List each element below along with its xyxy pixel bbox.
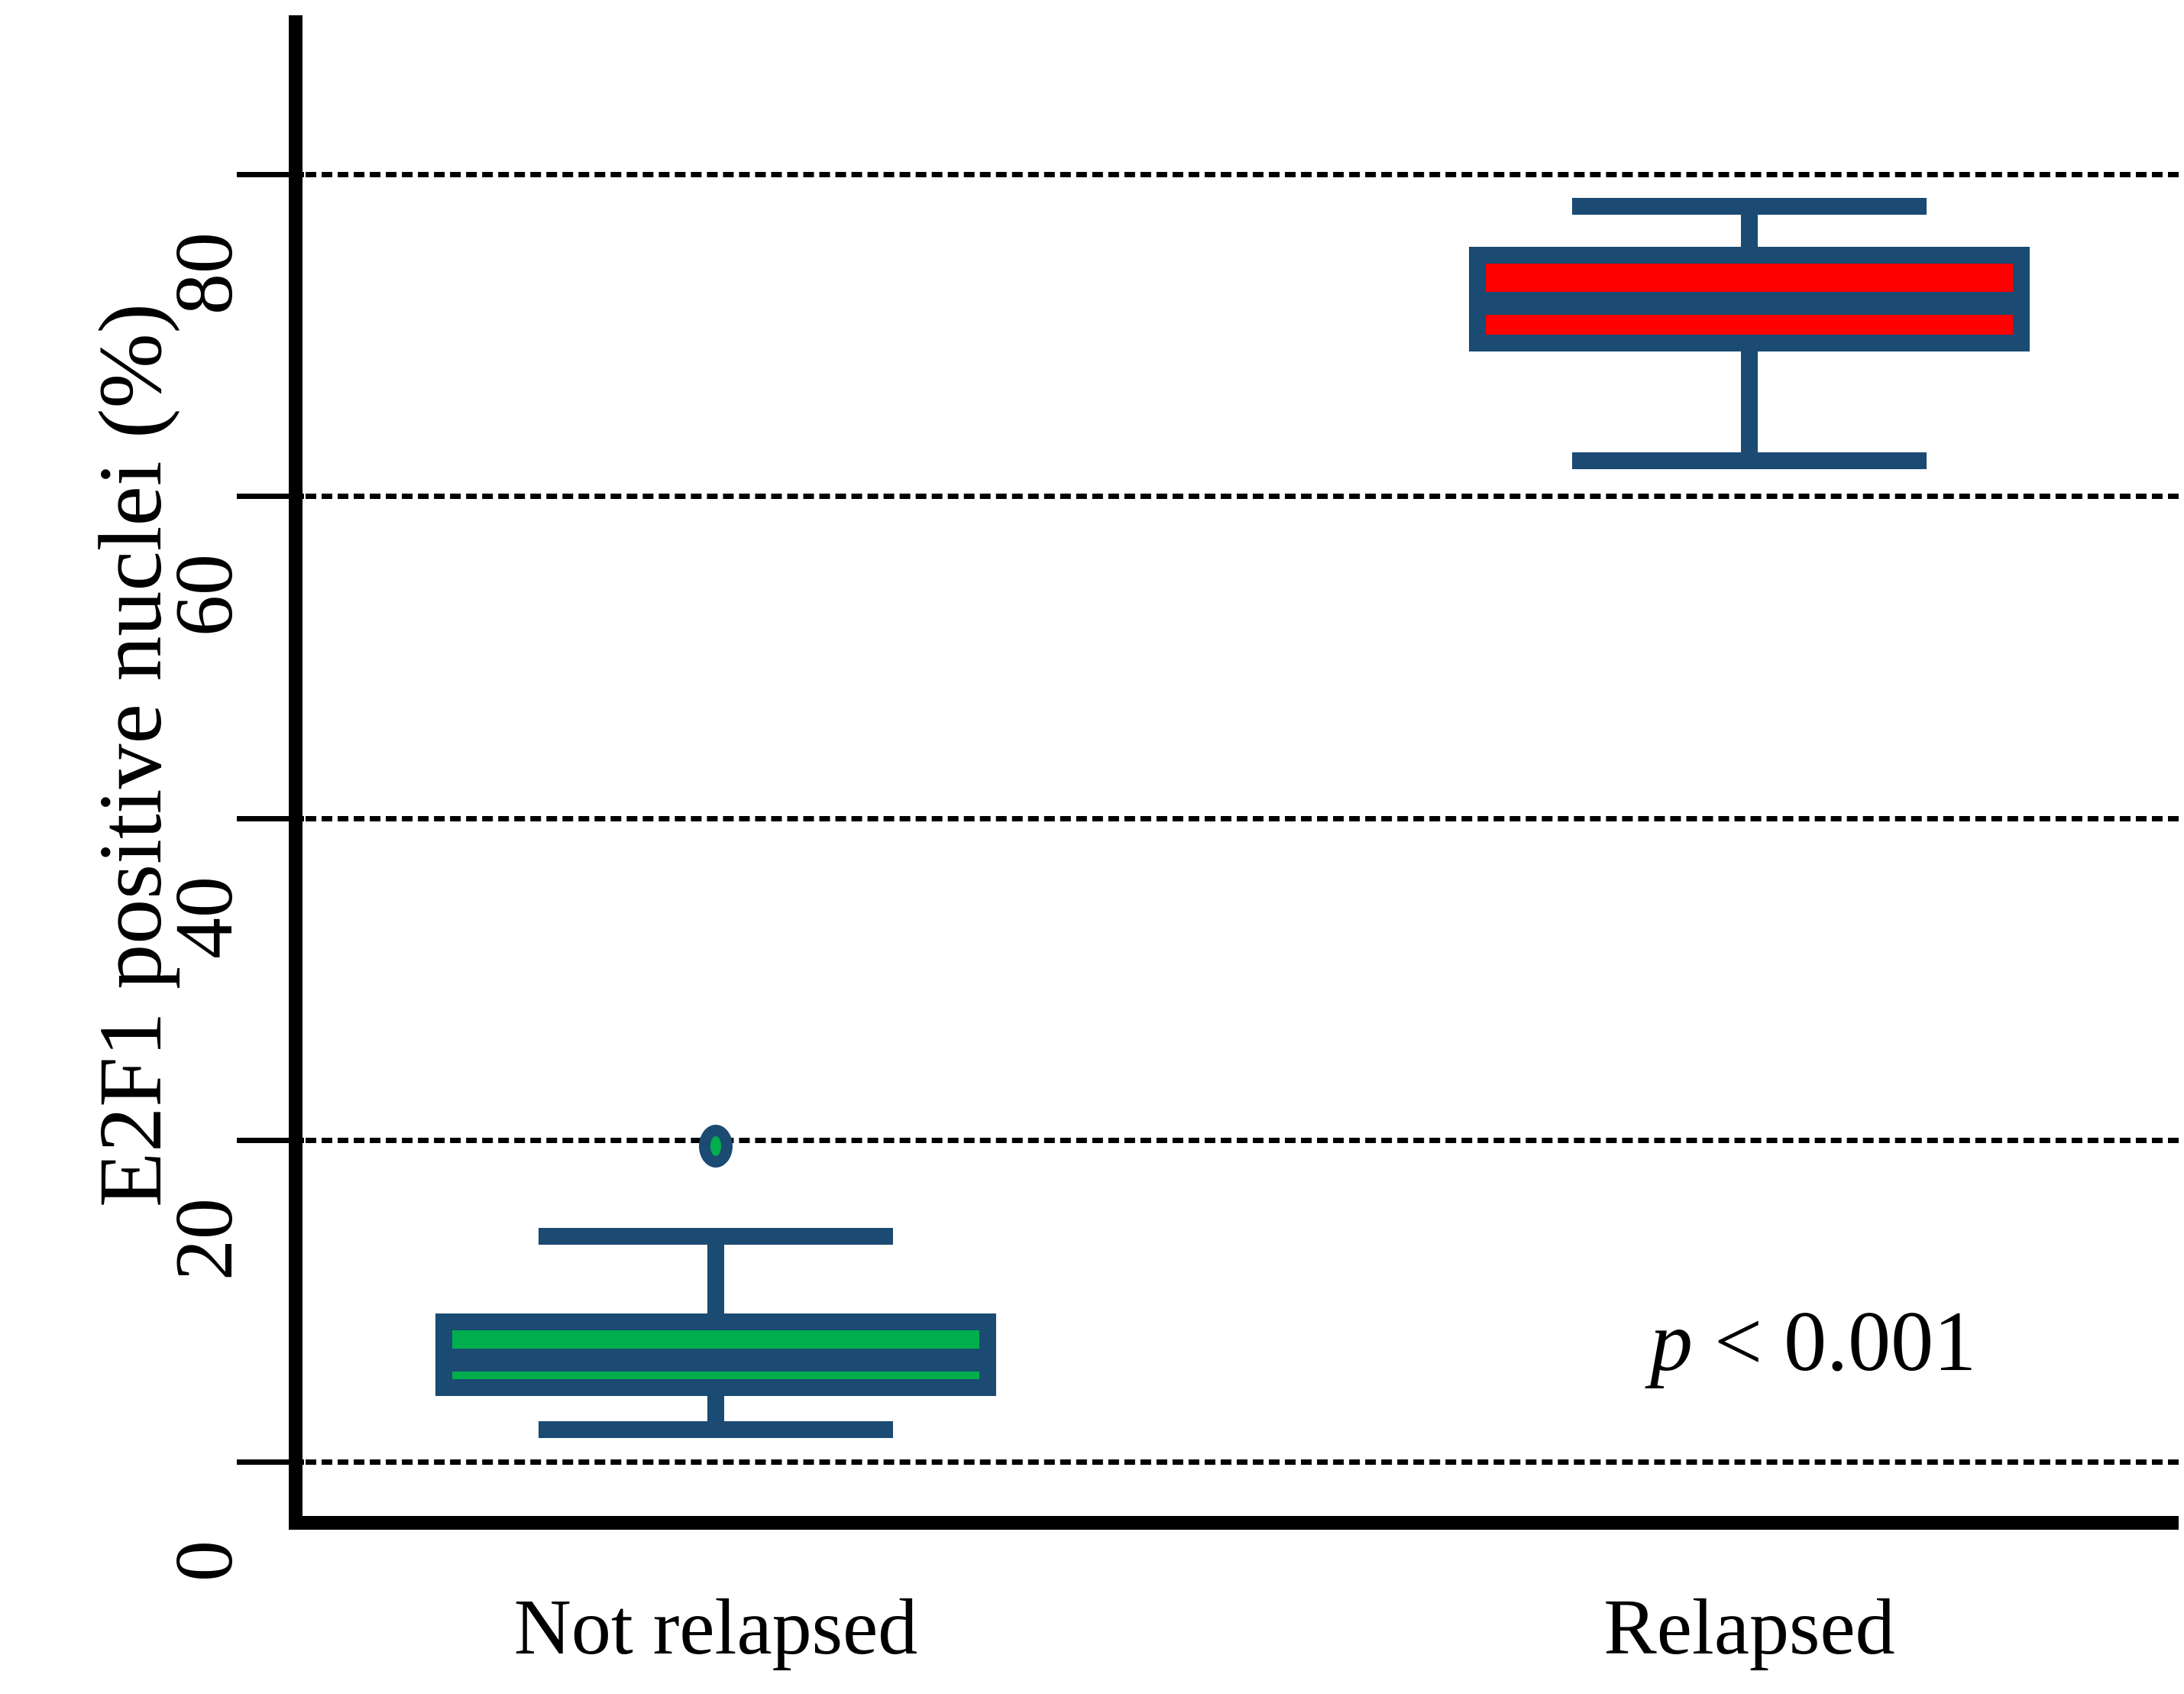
x-tick-label-relapsed: Relapsed [1603, 1583, 1895, 1671]
y-axis-line [289, 15, 303, 1530]
cap-lower-1 [1572, 452, 1927, 469]
outlier-point-0-0 [699, 1125, 733, 1168]
y-axis-tick-80 [237, 172, 304, 177]
gridline-60 [306, 494, 2179, 500]
median-line-0 [435, 1349, 996, 1372]
gridline-40 [306, 815, 2179, 821]
whisker-lower-0 [707, 1395, 724, 1430]
y-axis-tick-0 [237, 1459, 304, 1465]
y-tick-label-80: 80 [159, 232, 250, 315]
y-tick-label-0: 0 [159, 1540, 250, 1582]
x-tick-label-not-relapsed: Not relapsed [513, 1583, 918, 1671]
y-tick-label-60: 60 [159, 554, 250, 637]
median-line-1 [1469, 291, 2030, 315]
p-symbol: p [1650, 1294, 1693, 1389]
whisker-lower-1 [1741, 351, 1758, 461]
p-value-annotation: p < 0.001 [1650, 1299, 1976, 1385]
y-tick-label-40: 40 [159, 876, 250, 959]
y-axis-title: E2F1 positive nuclei (%) [80, 303, 180, 1207]
cap-lower-0 [539, 1420, 893, 1438]
cap-upper-1 [1572, 198, 1927, 215]
whisker-upper-1 [1741, 206, 1758, 247]
x-axis-line [289, 1516, 2179, 1530]
y-axis-tick-60 [237, 494, 304, 500]
p-value-text: < 0.001 [1693, 1294, 1977, 1389]
gridline-20 [306, 1137, 2179, 1143]
gridline-0 [306, 1459, 2179, 1465]
gridline-80 [306, 172, 2179, 177]
cap-upper-0 [539, 1228, 893, 1245]
y-tick-label-20: 20 [159, 1197, 250, 1281]
y-axis-tick-20 [237, 1137, 304, 1143]
y-axis-tick-40 [237, 815, 304, 821]
whisker-upper-0 [707, 1236, 724, 1314]
